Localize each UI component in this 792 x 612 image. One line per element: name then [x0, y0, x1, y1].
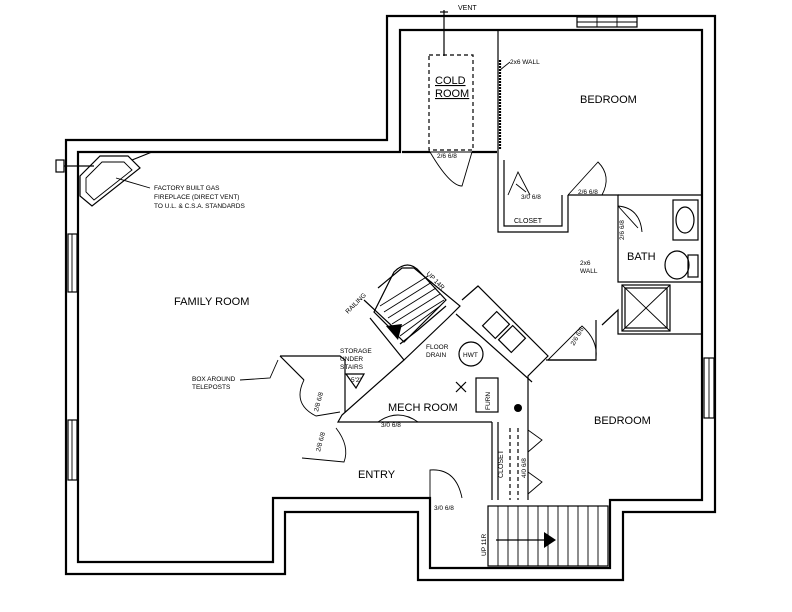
mech-equipment: HWT FURN FLOOR DRAIN [426, 310, 527, 413]
windows [67, 16, 715, 481]
door-mech: 3/0 6/8 [381, 422, 401, 429]
door-entry: 2/8 6/8 [315, 431, 327, 452]
wall-2x6-label: 2x6 WALL [510, 59, 540, 66]
door-bedroom-top: 2/6 6/8 [578, 189, 598, 196]
door-cold-room: 2/6 6/8 [437, 153, 457, 160]
door-front: 3/0 6/8 [434, 505, 454, 512]
stairs-up-11r: UP 11R [481, 534, 488, 556]
exterior-walls [64, 14, 717, 582]
room-mech: MECH ROOM [388, 402, 458, 414]
room-entry: ENTRY [358, 469, 396, 481]
stairs-lower: UP 11R [481, 505, 609, 567]
floor-drain-label-1: FLOOR [426, 344, 449, 351]
stairs-upper: UP 14R RAILING [344, 264, 447, 343]
furn-label: FURN [485, 392, 492, 410]
room-labels: FAMILY ROOM BEDROOM BEDROOM MECH ROOM EN… [174, 59, 656, 481]
door-closet-top: 3/0 6/8 [521, 194, 541, 201]
wall-2x6-bath-2: WALL [580, 268, 598, 275]
vent-label: VENT [458, 5, 477, 12]
fireplace-label-2: FIREPLACE (DIRECT VENT) [154, 194, 239, 201]
fireplace-label-1: FACTORY BUILT GAS [154, 185, 220, 192]
room-bedroom-top: BEDROOM [580, 94, 637, 106]
storage-label-3: STAIRS [340, 364, 364, 371]
room-closet-top: CLOSET [514, 218, 543, 225]
hwt-label: HWT [463, 352, 478, 359]
storage-label-1: STORAGE [340, 348, 372, 355]
room-cold-2: ROOM [435, 88, 469, 100]
box-label-1: BOX AROUND [192, 376, 236, 383]
room-family: FAMILY ROOM [174, 296, 249, 308]
room-closet-bottom: CLOSET [498, 449, 505, 478]
fireplace: FACTORY BUILT GAS FIREPLACE (DIRECT VENT… [55, 151, 245, 210]
room-bath: BATH [627, 251, 656, 263]
storage-label-2: UNDER [340, 356, 363, 363]
storage-height: 5'2" [344, 373, 366, 390]
box-label-2: TELEPOSTS [192, 384, 231, 391]
door-closet-bottom: 4/0 6/8 [521, 458, 528, 478]
doors: 2/6 6/8 3/0 6/8 2/6 6/8 2/6 6/8 2/6 6/8 … [299, 151, 643, 512]
door-bath: 2/6 6/8 [619, 220, 626, 240]
wall-2x6-bath-1: 2x6 [580, 260, 591, 267]
railing-label: RAILING [344, 292, 367, 315]
vent: VENT [440, 5, 477, 56]
room-cold-1: COLD [435, 75, 466, 87]
floor-drain-label-2: DRAIN [426, 352, 447, 359]
storage-height-label: 5'2" [351, 377, 362, 384]
door-storage: 2/8 6/8 [313, 391, 325, 412]
interior-walls [279, 30, 702, 500]
room-bedroom-bottom: BEDROOM [594, 415, 651, 427]
fireplace-label-3: TO U.L. & C.S.A. STANDARDS [154, 203, 245, 210]
telepost-callout: BOX AROUND TELEPOSTS [192, 359, 279, 391]
